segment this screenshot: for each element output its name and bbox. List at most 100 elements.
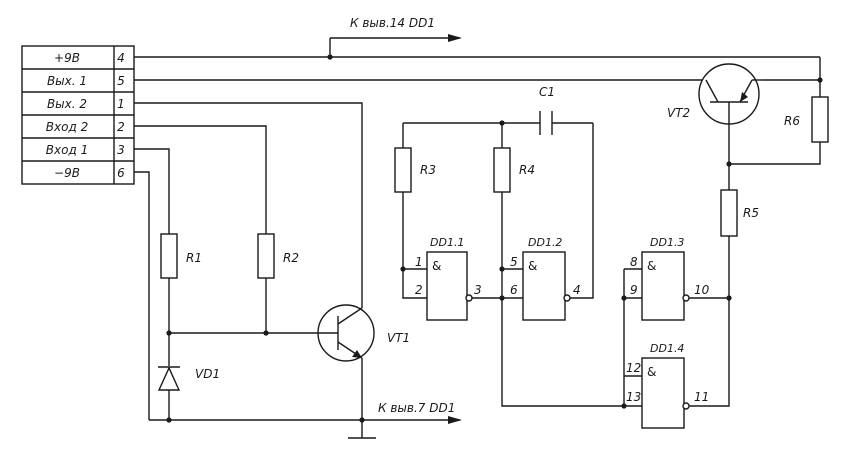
diode-triangle-icon bbox=[157, 366, 181, 391]
arrow-to-pin14-icon bbox=[448, 34, 462, 42]
wire-out2-to-vt1 bbox=[134, 102, 363, 300]
label-r6: R6 bbox=[784, 114, 800, 128]
resistors bbox=[160, 96, 829, 279]
wire-in1-to-r1 bbox=[134, 148, 170, 234]
pin-dd13-in8: 8 bbox=[630, 255, 638, 269]
junction-dot bbox=[726, 295, 732, 301]
connector-pin-4: 4 bbox=[117, 51, 125, 65]
gate-dd12-body bbox=[522, 251, 566, 321]
gate-dd14 bbox=[641, 357, 690, 429]
label-dd11: DD1.1 bbox=[430, 236, 464, 249]
wire-minus9v bbox=[134, 171, 150, 420]
label-r3: R3 bbox=[420, 163, 436, 177]
gate-dd13-inverter-bubble bbox=[682, 294, 690, 302]
arrows bbox=[448, 34, 462, 424]
junction-dot bbox=[817, 77, 823, 83]
connector-pin-1: 1 bbox=[117, 97, 125, 111]
gate-dd12-inverter-bubble bbox=[563, 294, 571, 302]
capacitor-c1 bbox=[539, 111, 553, 135]
pin-dd11-out3: 3 bbox=[474, 283, 482, 297]
note-to-pin14: К выв.14 DD1 bbox=[350, 16, 435, 30]
vt2-collector bbox=[705, 79, 719, 103]
connector-label-out1: Вых. 1 bbox=[47, 74, 87, 88]
resistor-r5 bbox=[720, 189, 738, 237]
vt2-emitter-arrow-icon bbox=[740, 92, 748, 102]
resistor-r1 bbox=[160, 233, 178, 279]
pin-dd14-in12: 12 bbox=[626, 361, 641, 375]
label-vt1: VT1 bbox=[387, 331, 410, 345]
pin-dd14-in13: 13 bbox=[626, 390, 641, 404]
label-dd14: DD1.4 bbox=[650, 342, 684, 355]
wire-to-dd14-in13 bbox=[501, 298, 642, 407]
pin-dd13-out10: 10 bbox=[694, 283, 710, 297]
label-r5: R5 bbox=[743, 206, 759, 220]
transistor-vt2 bbox=[698, 63, 762, 125]
gate-dd13 bbox=[641, 251, 690, 321]
connector-table: +9В Вых. 1 Вых. 2 Вход 2 Вход 1 −9В 4 5 … bbox=[21, 45, 135, 185]
junction-dot bbox=[400, 266, 406, 272]
pin-dd12-out4: 4 bbox=[573, 283, 581, 297]
pin-dd12-in6: 6 bbox=[510, 283, 518, 297]
label-r2: R2 bbox=[283, 251, 299, 265]
junction-dot bbox=[726, 161, 732, 167]
gate-dd11-inverter-bubble bbox=[465, 294, 473, 302]
gate-dd12 bbox=[522, 251, 571, 321]
gate-dd11-symbol: & bbox=[432, 259, 441, 273]
labels: К выв.14 DD1 К выв.7 DD1 R1 R2 R3 R4 R5 … bbox=[186, 16, 800, 415]
pin-dd11-in1: 1 bbox=[415, 255, 423, 269]
gate-dd14-body bbox=[641, 357, 685, 429]
junction-dot bbox=[499, 295, 505, 301]
diode-vd1 bbox=[157, 366, 181, 391]
connector-pin-6: 6 bbox=[117, 166, 125, 180]
gate-dd14-symbol: & bbox=[647, 365, 656, 379]
wire-dd14-out bbox=[688, 298, 730, 407]
pin-dd12-in5: 5 bbox=[510, 255, 518, 269]
label-r4: R4 bbox=[519, 163, 535, 177]
gate-dd13-symbol: & bbox=[647, 259, 656, 273]
connector-label-plus9v: +9В bbox=[54, 51, 80, 65]
pin-dd13-in9: 9 bbox=[630, 283, 638, 297]
label-vt2: VT2 bbox=[667, 106, 690, 120]
label-dd13: DD1.3 bbox=[650, 236, 684, 249]
gate-dd11-body bbox=[426, 251, 468, 321]
junction-dot bbox=[621, 295, 627, 301]
label-c1: C1 bbox=[539, 85, 555, 99]
pin-dd11-in2: 2 bbox=[415, 283, 423, 297]
wire-dd11-in2 bbox=[402, 269, 427, 299]
gate-dd13-body bbox=[641, 251, 685, 321]
gate-dd11 bbox=[426, 251, 473, 321]
gate-dd14-inverter-bubble bbox=[682, 402, 690, 410]
note-to-pin7: К выв.7 DD1 bbox=[378, 401, 455, 415]
connector-label-minus9v: −9В bbox=[54, 166, 80, 180]
wire-dd12-out-feedback bbox=[568, 123, 594, 299]
junction-dot bbox=[166, 330, 172, 336]
resistor-r2 bbox=[257, 233, 275, 279]
label-dd12: DD1.2 bbox=[528, 236, 562, 249]
pin-dd14-out11: 11 bbox=[694, 390, 709, 404]
connector-label-in2: Вход 2 bbox=[46, 120, 88, 134]
label-r1: R1 bbox=[186, 251, 202, 265]
vt1-emitter-arrow-icon bbox=[352, 350, 362, 358]
resistor-r6 bbox=[811, 96, 829, 143]
junctions bbox=[166, 54, 823, 423]
resistor-r4 bbox=[493, 147, 511, 193]
junction-dot bbox=[263, 330, 269, 336]
junction-dot bbox=[499, 266, 505, 272]
resistor-r3 bbox=[394, 147, 412, 193]
connector-label-in1: Вход 1 bbox=[46, 143, 88, 157]
junction-dot bbox=[359, 417, 365, 423]
connector-pin-3: 3 bbox=[117, 143, 125, 157]
label-vd1: VD1 bbox=[195, 367, 220, 381]
transistor-vt1 bbox=[317, 300, 375, 366]
connector-pin-2: 2 bbox=[117, 120, 125, 134]
wire-vt2-base-r6 bbox=[729, 142, 821, 165]
junction-dot bbox=[327, 54, 333, 60]
junction-dot bbox=[166, 417, 172, 423]
connector-label-out2: Вых. 2 bbox=[47, 97, 87, 111]
arrow-to-pin7-icon bbox=[448, 416, 462, 424]
vt1-collector bbox=[337, 307, 363, 325]
connector-pin-5: 5 bbox=[117, 74, 125, 88]
junction-dot bbox=[499, 120, 505, 126]
